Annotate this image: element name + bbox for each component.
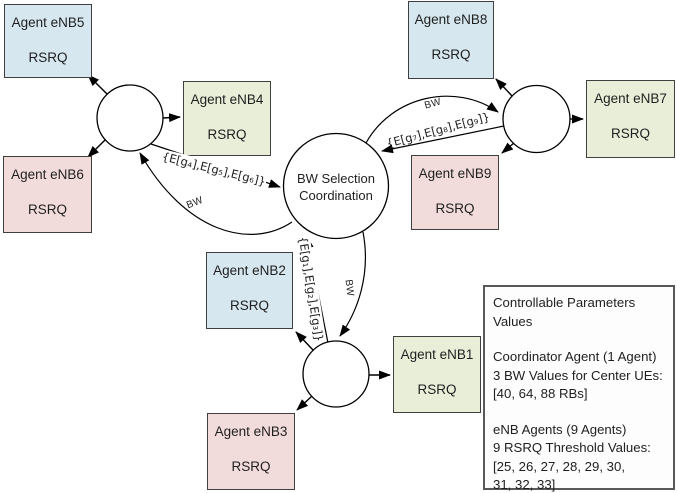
agent-title: Agent eNB1 [400, 347, 474, 362]
agent-box-enb3: Agent eNB3 RSRQ [207, 413, 295, 490]
edge-lefthub-to-enb6 [87, 137, 108, 158]
bw-label-bottom: BW [342, 278, 356, 298]
agent-metric: RSRQ [435, 201, 475, 216]
panel-line: [40, 64, 88 RBs] [493, 386, 588, 401]
panel-enb-section: eNB Agents (9 Agents) 9 RSRQ Threshold V… [493, 421, 667, 493]
agent-box-enb9: Agent eNB9 RSRQ [411, 155, 499, 230]
coordinator-label: BW Selection Coordination [281, 170, 391, 204]
panel-line: 3 BW Values for Center UEs: [493, 367, 663, 383]
controllable-parameters-panel: Controllable Parameters Values Coordinat… [483, 285, 675, 493]
agent-metric: RSRQ [610, 126, 650, 141]
agent-title: Agent eNB9 [418, 166, 492, 181]
agent-title: Agent eNB5 [11, 15, 85, 30]
agent-metric: RSRQ [27, 202, 67, 217]
agent-title: Agent eNB6 [11, 167, 84, 182]
agent-box-enb8: Agent eNB8 RSRQ [408, 1, 494, 79]
edge-gains-right-to-coordinator [381, 125, 505, 154]
edge-bw-to-bottomhub [339, 231, 366, 337]
edge-righthub-to-enb8 [495, 78, 514, 98]
edge-lefthub-to-enb4 [162, 113, 181, 123]
edge-lefthub-to-enb5 [87, 74, 108, 95]
agent-box-enb2: Agent eNB2 RSRQ [206, 252, 293, 329]
panel-title-line1: Controllable Parameters [493, 295, 636, 310]
panel-coordinator-section: Coordinator Agent (1 Agent) 3 BW Values … [493, 348, 667, 404]
agent-metric: RSRQ [229, 298, 269, 313]
agent-title: Agent eNB8 [414, 12, 488, 27]
bottom-hub-node [302, 340, 370, 408]
agent-title: Agent eNB3 [214, 424, 288, 439]
coordinator-label-line2: Coordination [299, 188, 373, 203]
agent-metric: RSRQ [28, 50, 68, 65]
agent-metric: RSRQ [431, 47, 471, 62]
edge-righthub-to-enb9 [501, 142, 515, 154]
agent-metric: RSRQ [207, 127, 247, 142]
left-hub-node [96, 84, 164, 152]
panel-line: Coordinator Agent (1 Agent) [493, 349, 657, 364]
agent-box-enb6: Agent eNB6 RSRQ [3, 156, 92, 233]
panel-line: 9 RSRQ Threshold Values: [493, 440, 651, 455]
panel-line: eNB Agents (9 Agents) [493, 421, 627, 437]
edge-bottomhub-to-enb3 [296, 395, 313, 411]
agent-box-enb7: Agent eNB7 RSRQ [586, 80, 675, 158]
panel-line: [25, 26, 27, 28, 29, 30, [493, 458, 625, 474]
agent-box-enb5: Agent eNB5 RSRQ [4, 4, 92, 78]
coordinator-node [282, 132, 390, 240]
agent-title: Agent eNB2 [213, 263, 286, 278]
agent-metric: RSRQ [231, 459, 271, 474]
coordinator-label-line1: BW Selection [296, 171, 376, 186]
agent-metric: RSRQ [417, 382, 457, 397]
edge-bw-to-lefthub [139, 152, 293, 235]
agent-box-enb1: Agent eNB1 RSRQ [393, 336, 481, 413]
agent-title: Agent eNB7 [594, 91, 667, 106]
edge-bw-to-righthub [365, 95, 499, 144]
panel-line: 31, 32, 33] [493, 477, 556, 492]
right-hub-node [502, 84, 571, 154]
edge-bottomhub-to-enb2 [295, 331, 314, 351]
panel-title-line2: Values [493, 313, 533, 329]
agent-box-enb4: Agent eNB4 RSRQ [183, 81, 271, 156]
agent-title: Agent eNB4 [190, 92, 264, 107]
